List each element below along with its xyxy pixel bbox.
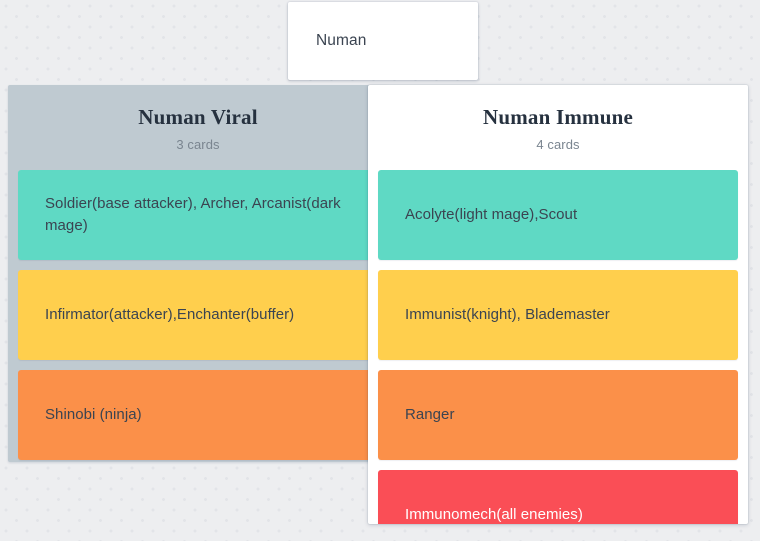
board-tab-label: Numan: [316, 32, 367, 49]
board-card[interactable]: Immunist(knight), Blademaster: [378, 270, 738, 361]
column-title: Numan Immune: [482, 105, 633, 129]
card-list: Acolyte(light mage),Scout Immunist(knigh…: [368, 170, 748, 524]
board-card-text: Immunist(knight), Blademaster: [405, 305, 610, 323]
column-card-count: 3 cards: [176, 137, 220, 153]
column-header: Numan Immune 4 cards: [368, 85, 748, 152]
board-card[interactable]: Ranger: [378, 370, 738, 461]
board-card[interactable]: Acolyte(light mage),Scout: [378, 170, 738, 261]
board-card-text: Ranger: [405, 405, 455, 423]
board-card-text: Infirmator(attacker),Enchanter(buffer): [45, 305, 295, 323]
board-card[interactable]: Shinobi (ninja): [18, 370, 378, 461]
board-card-text: Soldier(base attacker), Archer, Arcanist…: [45, 194, 341, 235]
board-card-text: Immunomech(all enemies): [405, 505, 583, 523]
board-card[interactable]: Soldier(base attacker), Archer, Arcanist…: [18, 170, 378, 261]
board-column-numan-immune[interactable]: Numan Immune 4 cards Acolyte(light mage)…: [368, 85, 748, 524]
column-header: Numan Viral 3 cards: [8, 85, 388, 152]
board-card-text: Shinobi (ninja): [45, 405, 142, 423]
column-card-count: 4 cards: [536, 137, 580, 153]
board-column-numan-viral[interactable]: Numan Viral 3 cards Soldier(base attacke…: [8, 85, 388, 462]
board-card[interactable]: Immunomech(all enemies): [378, 470, 738, 524]
board-tab-card[interactable]: Numan: [288, 2, 478, 80]
column-title: Numan Viral: [138, 105, 258, 129]
board-card[interactable]: Infirmator(attacker),Enchanter(buffer): [18, 270, 378, 361]
board-card-text: Acolyte(light mage),Scout: [405, 205, 578, 223]
card-list: Soldier(base attacker), Archer, Arcanist…: [8, 170, 388, 461]
